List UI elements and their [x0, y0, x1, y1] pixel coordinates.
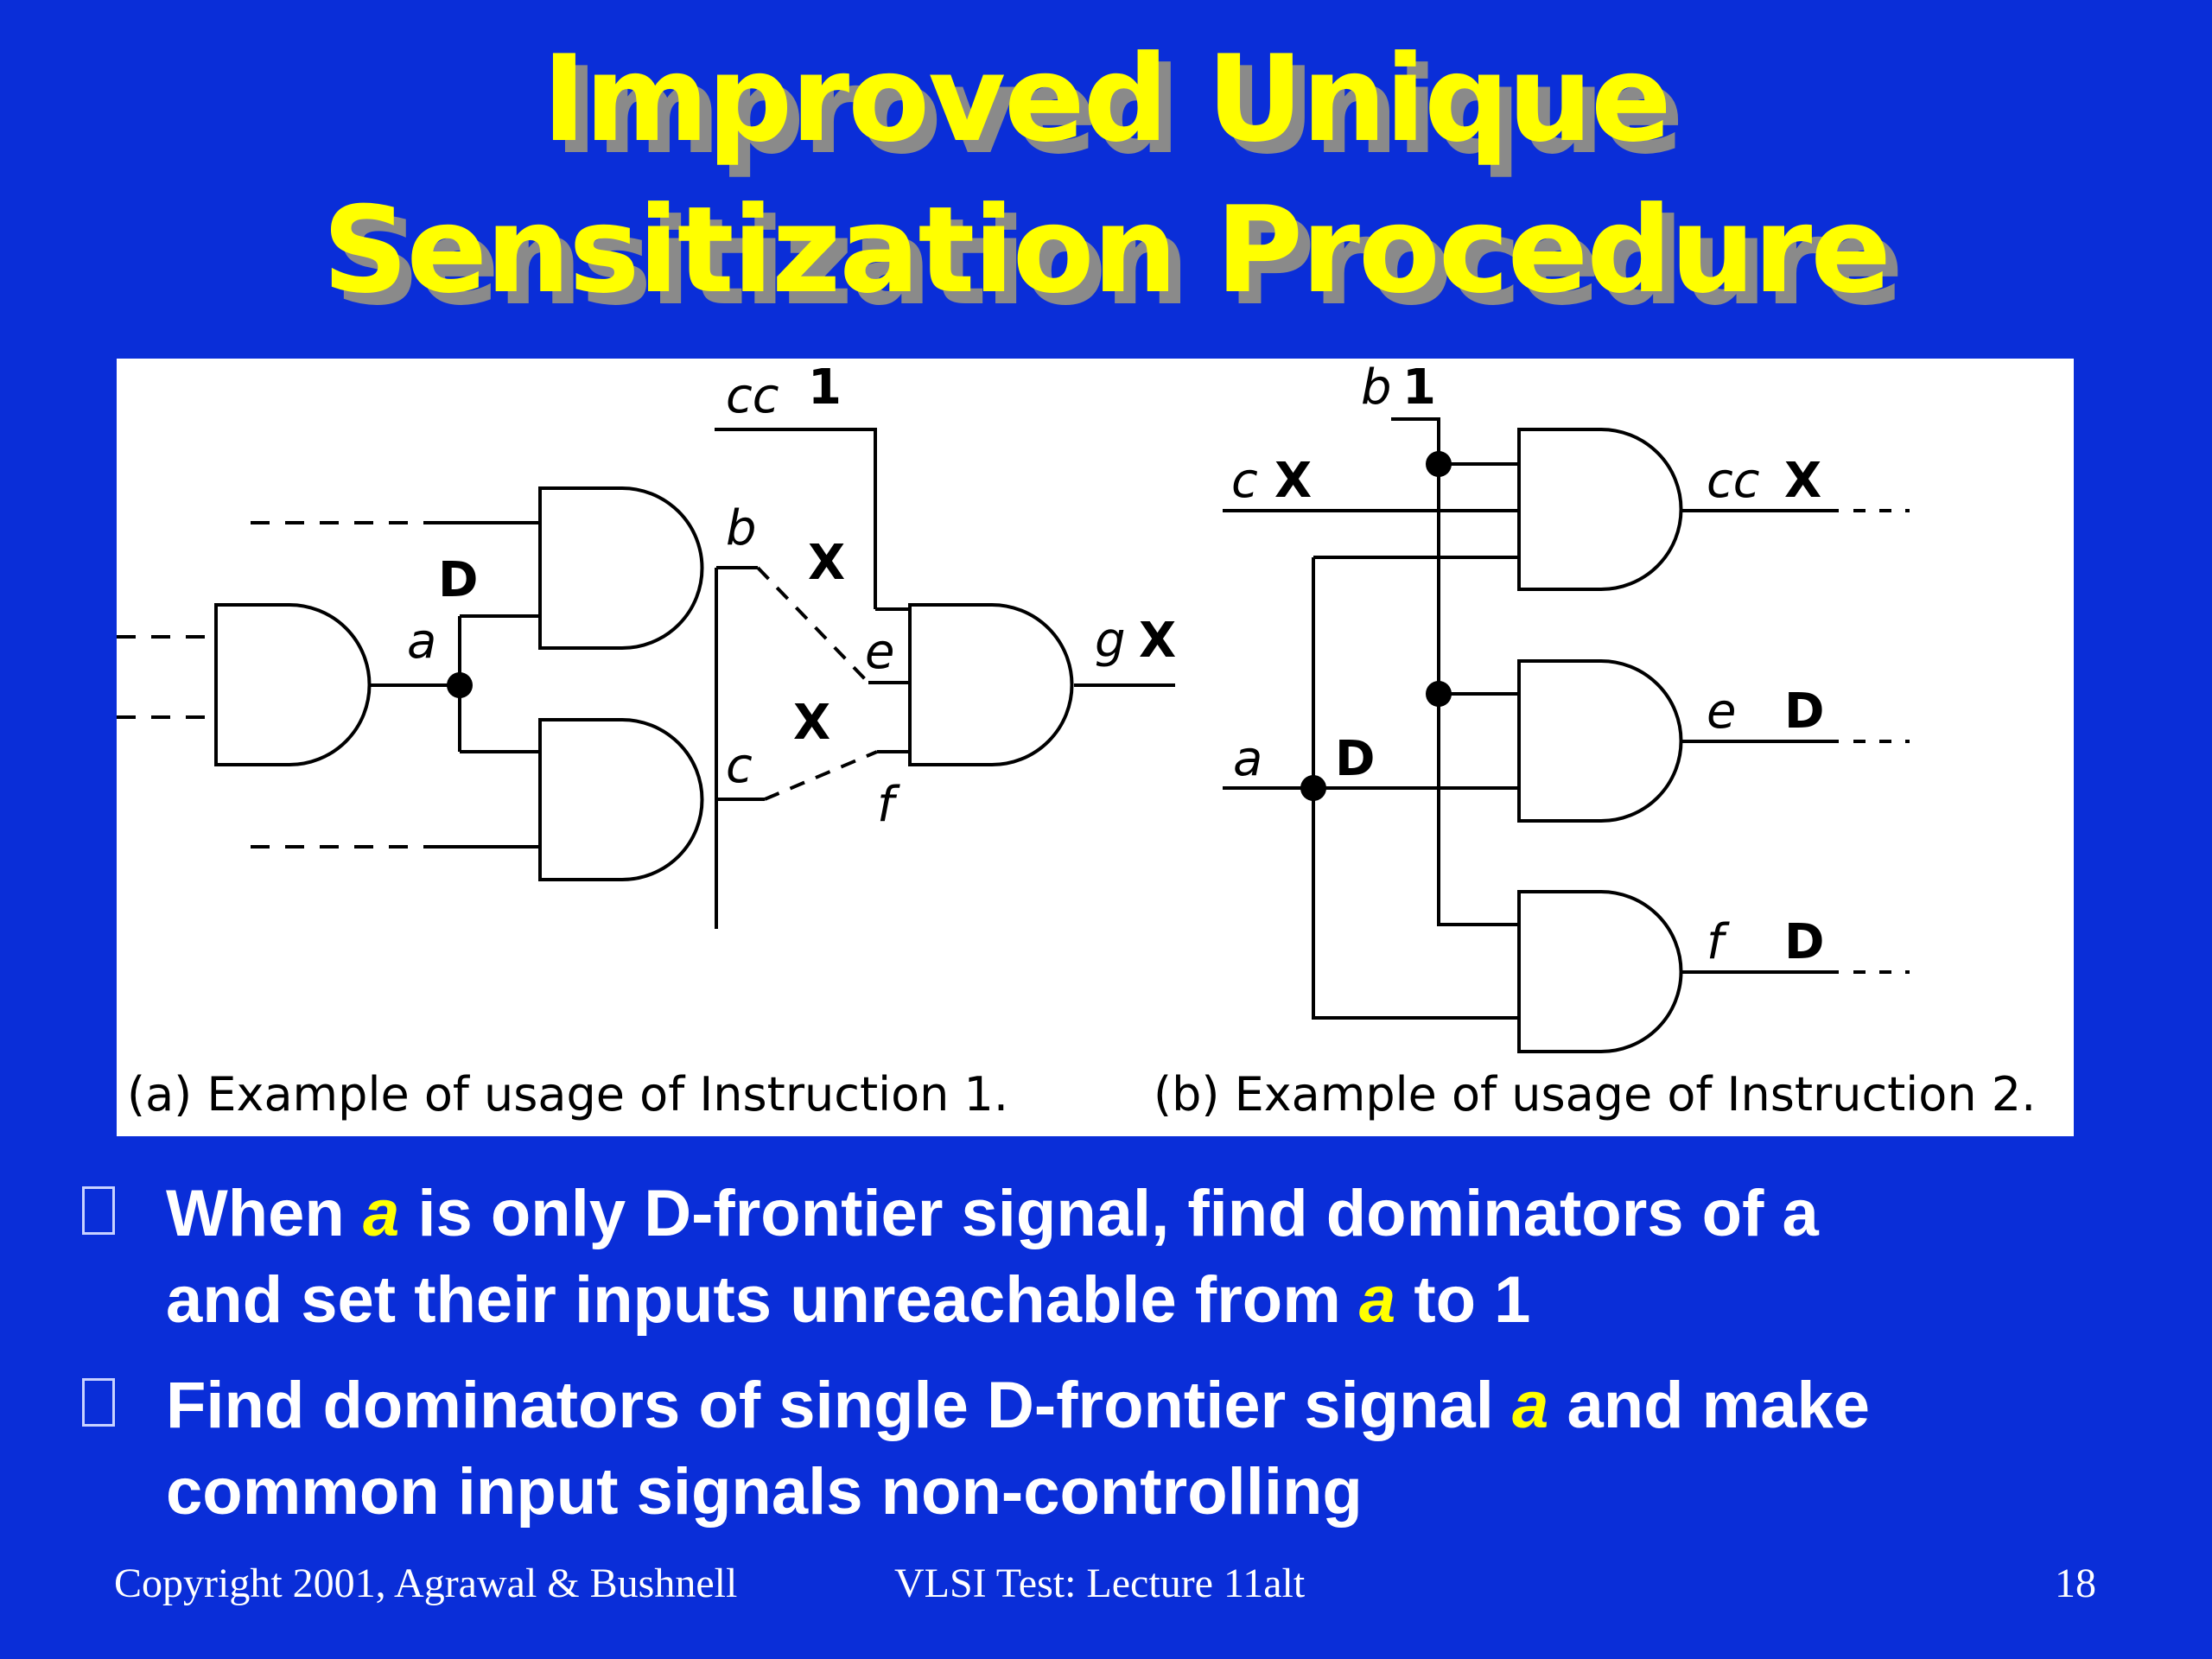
label-b-xc: X [1274, 453, 1312, 509]
gate-a-and-c [538, 718, 704, 881]
bullet-2-text-c: common input signals non-controlling [166, 1455, 1363, 1529]
circuit-diagram: cc 1 D a b X e g X X c f b 1 c X cc X e [117, 359, 2036, 1122]
dashed-bx-a [756, 566, 878, 801]
bullet-2-text-a: Find dominators of single D-frontier sig… [166, 1369, 1513, 1442]
label-a-g: g [1095, 613, 1126, 669]
label-a-c: c [726, 738, 753, 794]
label-b-f: f [1707, 914, 1730, 970]
bullet-1-text-c: and set their inputs unreachable from [166, 1263, 1359, 1337]
wire-cc-a-in [874, 605, 910, 611]
label-a-D: D [438, 552, 478, 608]
bullet-2-text-b: and make [1548, 1369, 1871, 1442]
label-b-Df: D [1784, 914, 1824, 970]
circuit-figure: cc 1 D a b X e g X X c f b 1 c X cc X e [117, 359, 2074, 1136]
footer-copyright: Copyright 2001, Agrawal & Bushnell [114, 1560, 738, 1606]
dashed-inputs-a [117, 521, 436, 849]
gate-a-and-g [908, 603, 1074, 766]
dashed-outputs-b [1853, 509, 1910, 974]
label-a-b: b [726, 500, 757, 556]
bullet-1: When a is only D-frontier signal, find d… [82, 1171, 2182, 1344]
caption-b: (b) Example of usage of Instruction 2. [1154, 1067, 2036, 1122]
wires-a [369, 521, 765, 929]
label-a-one: 1 [808, 359, 842, 416]
wires-g-a [868, 681, 1175, 753]
label-a-xc: X [793, 695, 830, 751]
label-a-xg: X [1139, 613, 1176, 669]
bullet-1-text-d: to 1 [1395, 1263, 1531, 1337]
fanout-dot-b2 [1426, 681, 1452, 707]
gate-b-and-f [1517, 890, 1683, 1053]
bullet-1-highlight-2: a [1358, 1263, 1396, 1337]
wires-b [1223, 417, 1839, 1020]
bullet-box-icon [82, 1378, 115, 1427]
footer-course: VLSI Test: Lecture 11alt [894, 1560, 1306, 1606]
label-a-f: f [877, 777, 900, 833]
bullet-1-highlight: a [362, 1177, 400, 1250]
bullet-1-text-a: When [166, 1177, 363, 1250]
bullet-2: Find dominators of single D-frontier sig… [82, 1363, 2182, 1535]
label-b-b: b [1361, 359, 1392, 416]
bullet-2-highlight: a [1512, 1369, 1549, 1442]
fanout-dot-a [447, 672, 473, 698]
label-b-one: 1 [1402, 359, 1436, 416]
label-b-a: a [1233, 731, 1262, 787]
fanout-dot-b1 [1426, 451, 1452, 477]
label-b-e: e [1707, 683, 1736, 740]
title-line-2: Sensitization Procedure [322, 181, 1891, 320]
gate-a-and-1 [214, 603, 372, 766]
bullet-1-text-b: is only D-frontier signal, find dominato… [399, 1177, 1819, 1250]
gate-b-and-cc [1517, 428, 1683, 591]
label-a-xb: X [808, 535, 845, 591]
fanout-dot-a-b [1300, 775, 1326, 801]
gate-b-and-e [1517, 659, 1683, 823]
label-b-c: c [1231, 453, 1258, 509]
footer-page-number: 18 [2055, 1560, 2096, 1606]
label-a-a: a [407, 613, 436, 670]
caption-a: (a) Example of usage of Instruction 1. [127, 1067, 1008, 1122]
wire-cc-a [715, 428, 877, 605]
gate-a-and-b [538, 486, 704, 650]
label-a-cc: cc [726, 368, 779, 424]
bullet-list: When a is only D-frontier signal, find d… [82, 1171, 2182, 1554]
label-b-De: D [1784, 683, 1824, 740]
label-a-e: e [865, 624, 894, 680]
label-b-xcc: X [1784, 453, 1821, 509]
label-b-Da: D [1335, 731, 1375, 787]
bullet-box-icon [82, 1186, 115, 1235]
title-line-1: Improved Unique [542, 29, 1671, 168]
label-b-cc: cc [1707, 453, 1760, 509]
